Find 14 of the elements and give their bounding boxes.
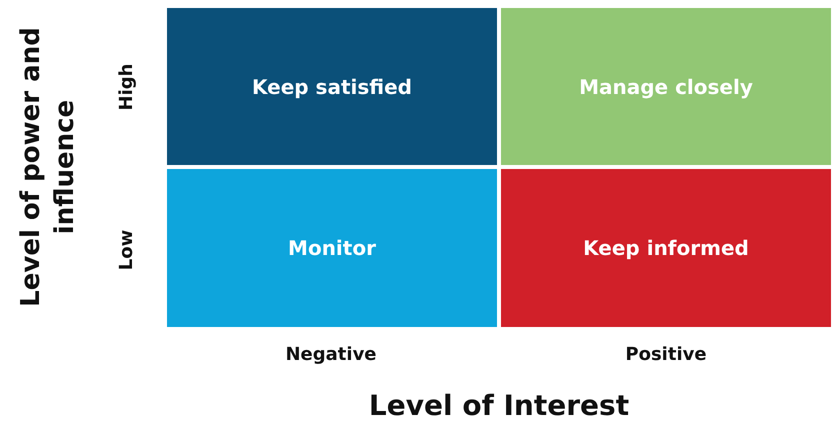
quadrant-box <box>501 169 831 327</box>
axis-label: Level of power and influence <box>15 27 81 307</box>
axis-label: Level of Interest <box>368 389 630 423</box>
quadrant-box <box>167 8 497 165</box>
quadrant-label: Manage closely <box>579 74 753 100</box>
quadrant-box <box>501 8 831 165</box>
axis-label: Positive <box>625 344 707 366</box>
axis-label: Low <box>116 230 138 270</box>
quadrant-box <box>167 169 497 327</box>
axis-label: High <box>116 64 138 110</box>
quadrant-label: Monitor <box>288 235 376 262</box>
quadrant-label: Keep satisfied <box>252 74 412 100</box>
quadrant-label: Keep informed <box>583 235 749 262</box>
axis-label: Negative <box>285 344 377 366</box>
